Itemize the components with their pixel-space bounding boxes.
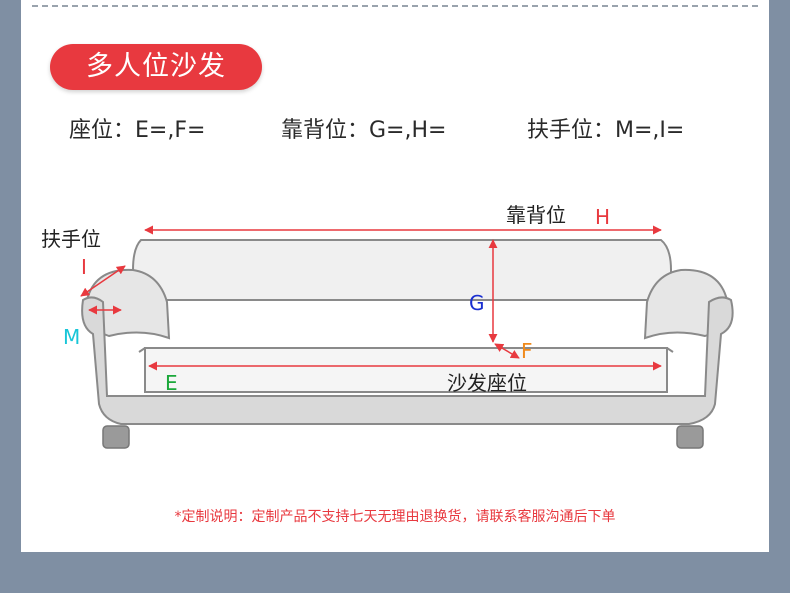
- content-panel: 多人位沙发 座位：E=,F= 靠背位：G=,H= 扶手位：M=,I=: [21, 0, 769, 552]
- backrest-label: 靠背位: [506, 203, 566, 227]
- letter-m: M: [63, 325, 80, 349]
- letter-f: F: [521, 339, 533, 363]
- f-measure-arrow: [494, 343, 520, 359]
- letter-h: H: [595, 205, 610, 229]
- title-badge: 多人位沙发: [50, 44, 262, 90]
- letter-g: G: [469, 291, 485, 315]
- top-dashed-divider: [32, 5, 758, 7]
- custom-order-note: *定制说明：定制产品不支持七天无理由退换货，请联系客服沟通后下单: [174, 509, 616, 525]
- backrest-measurement: 靠背位：G=,H=: [281, 118, 447, 143]
- armrest-label: 扶手位: [41, 227, 101, 251]
- i-measure-arrow: [80, 265, 126, 297]
- sofa-leg-right: [676, 425, 704, 449]
- sofa-frame: [81, 296, 734, 425]
- sofa-seat-cushion: [144, 347, 668, 393]
- letter-e: E: [165, 371, 178, 395]
- sofa-back-cushion: [132, 239, 672, 301]
- seat-label: 沙发座位: [447, 371, 527, 395]
- sofa-leg-left: [102, 425, 130, 449]
- sofa-right-armrest: [643, 268, 729, 340]
- letter-i: I: [81, 255, 87, 279]
- armrest-measurement: 扶手位：M=,I=: [527, 118, 685, 143]
- seat-measurement: 座位：E=,F=: [69, 118, 206, 143]
- sofa-diagram: 靠背位 H 扶手位 I M G F E 沙发座位: [41, 203, 734, 449]
